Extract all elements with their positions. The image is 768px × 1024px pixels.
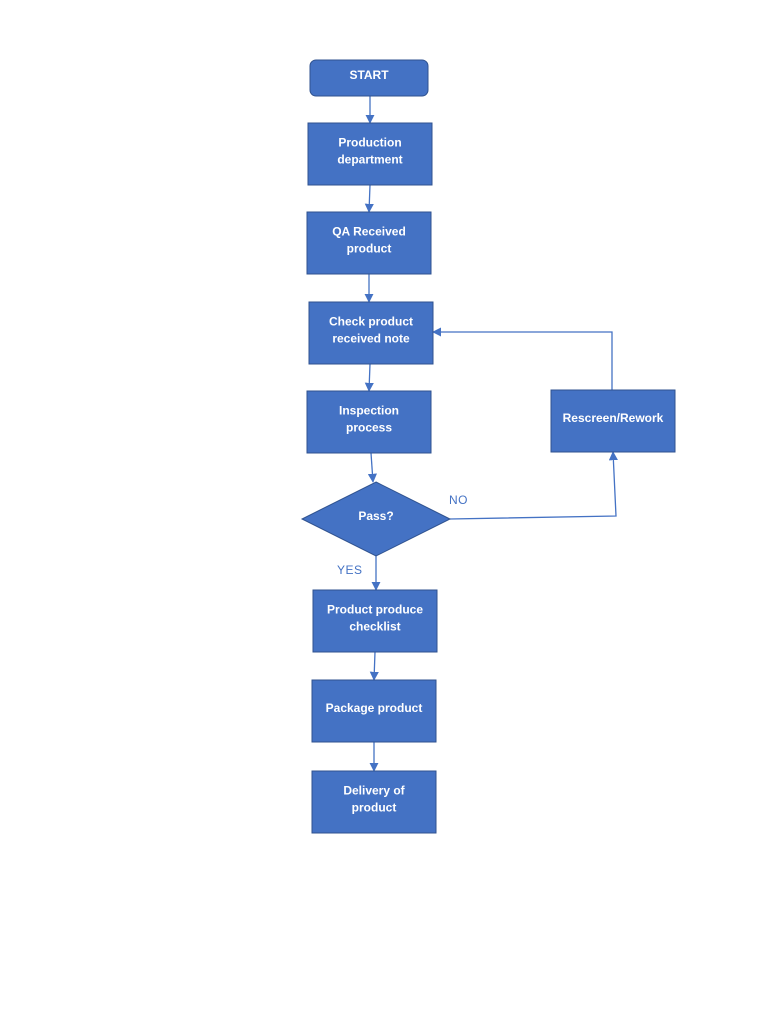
node-pass: Pass?	[300, 481, 452, 557]
node-production-label: Production	[338, 136, 401, 150]
node-pass-label: Pass?	[358, 509, 393, 523]
edge-checklist-to-package	[369, 651, 379, 681]
node-start-shape	[309, 59, 429, 97]
edge-inspection-to-pass	[367, 452, 377, 483]
node-inspection-label: process	[346, 421, 392, 435]
nodes-layer: START Production department QA Received prod…	[300, 59, 676, 834]
node-package-label: Package product	[326, 701, 423, 715]
node-package: Package product	[311, 679, 437, 743]
node-checklist-label: Product produce	[327, 603, 423, 617]
node-production-shape	[307, 122, 433, 186]
edge-check-to-inspection	[364, 363, 374, 392]
node-start: START	[309, 59, 429, 97]
edge-pass-to-rework	[449, 451, 618, 520]
node-pass-shape	[300, 481, 452, 557]
labels-layer: YES NO	[337, 493, 468, 577]
node-delivery: Delivery of product	[311, 770, 437, 834]
node-delivery-label: product	[352, 801, 397, 815]
node-production-label: department	[337, 153, 402, 167]
node-inspection-shape	[306, 390, 432, 454]
node-check-shape	[308, 301, 434, 365]
node-check: Check product received note	[308, 301, 434, 365]
node-check-label: received note	[332, 332, 410, 346]
node-start-label: START	[349, 68, 389, 82]
node-qa-label: product	[347, 242, 392, 256]
node-check-label: Check product	[329, 315, 413, 329]
node-delivery-shape	[311, 770, 437, 834]
node-qa-label: QA Received	[332, 225, 406, 239]
node-qa: QA Received product	[306, 211, 432, 275]
node-package-shape	[311, 679, 437, 743]
node-checklist-label: checklist	[349, 620, 400, 634]
node-rework: Rescreen/Rework	[550, 389, 676, 453]
node-checklist-shape	[312, 589, 438, 653]
edge-label-no: NO	[449, 493, 468, 507]
node-delivery-label: Delivery of	[343, 784, 405, 798]
node-checklist: Product produce checklist	[312, 589, 438, 653]
edge-rework-to-check	[432, 327, 613, 390]
node-inspection: Inspection process	[306, 390, 432, 454]
edge-label-yes: YES	[337, 563, 363, 577]
node-qa-shape	[306, 211, 432, 275]
node-rework-label: Rescreen/Rework	[563, 411, 664, 425]
node-inspection-label: Inspection	[339, 404, 399, 418]
edge-production-to-qa	[364, 184, 374, 213]
node-production: Production department	[307, 122, 433, 186]
node-rework-shape	[550, 389, 676, 453]
edges-layer	[364, 96, 618, 772]
